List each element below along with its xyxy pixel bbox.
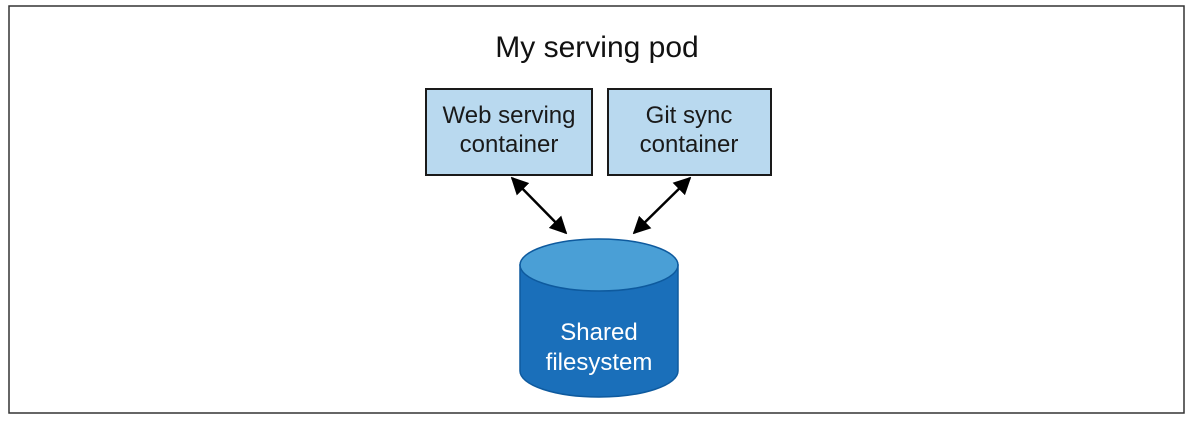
git-sync-container-box xyxy=(607,88,772,176)
cylinder-top xyxy=(519,238,679,292)
shared-filesystem-label-line2: filesystem xyxy=(546,349,653,376)
web-serving-container-label-line1: Web serving xyxy=(443,102,576,129)
git-sync-container: Git sync container xyxy=(607,88,772,176)
pod-title: My serving pod xyxy=(495,31,698,64)
shared-filesystem-label-line1: Shared xyxy=(560,319,637,346)
git-to-filesystem-arrow xyxy=(632,176,692,235)
shared-filesystem-cylinder: Shared filesystem xyxy=(519,238,679,398)
web-to-filesystem-arrow xyxy=(510,176,568,235)
web-serving-container-label-line2: container xyxy=(460,131,559,158)
git-sync-container-label-line1: Git sync xyxy=(646,102,733,129)
web-serving-container-box xyxy=(425,88,593,176)
git-sync-container-label-line2: container xyxy=(640,131,739,158)
web-serving-container: Web serving container xyxy=(425,88,593,176)
cylinder-body xyxy=(519,264,679,398)
